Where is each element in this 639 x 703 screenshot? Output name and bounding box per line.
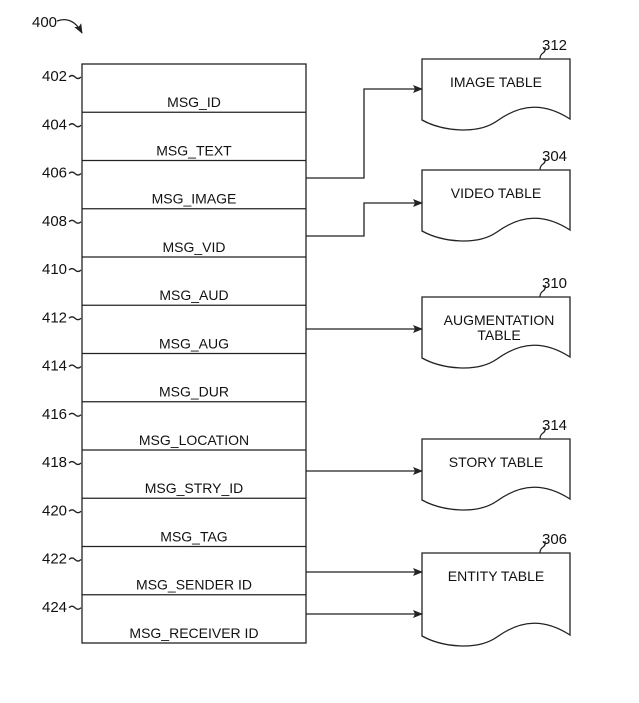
table-entity-table: ENTITY TABLE 306	[421, 531, 571, 647]
field-label: MSG_TEXT	[156, 142, 232, 158]
ref-leader-squiggle	[68, 267, 82, 273]
ref-leader-squiggle	[539, 284, 546, 298]
table-ref-number: 312	[542, 37, 567, 54]
record-field: MSG_IMAGE 406	[42, 159, 306, 207]
table-ref-number: 304	[542, 148, 567, 165]
table-story-table: STORY TABLE 314	[421, 417, 571, 511]
figure-ref-label: 400	[32, 14, 57, 31]
record-field: MSG_AUD 410	[42, 256, 306, 303]
table-document-shape	[421, 552, 571, 647]
field-ref-number: 414	[42, 358, 67, 375]
field-label: MSG_AUD	[159, 287, 228, 303]
table-image-table: IMAGE TABLE 312	[421, 37, 571, 131]
record-field: MSG_TAG 420	[42, 497, 306, 544]
record-field: MSG_LOCATION 416	[42, 401, 306, 448]
field-label: MSG_AUG	[159, 335, 229, 351]
field-ref-number: 424	[42, 599, 67, 616]
ref-leader-squiggle	[68, 460, 82, 466]
table-ref-number: 310	[542, 275, 567, 292]
field-ref-number: 408	[42, 213, 67, 230]
table-ref-number: 306	[542, 531, 567, 548]
ref-leader-squiggle	[68, 74, 82, 80]
table-document-shape	[421, 296, 571, 369]
table-document-shape	[421, 169, 571, 242]
field-ref-number: 412	[42, 309, 67, 326]
field-ref-number: 402	[42, 68, 67, 85]
ref-leader-squiggle	[68, 509, 82, 514]
field-label: MSG_LOCATION	[139, 432, 249, 448]
table-name: STORY TABLE	[449, 454, 543, 470]
record-field: MSG_RECEIVER ID 424	[42, 594, 306, 641]
ref-leader-squiggle	[68, 412, 82, 417]
connector-406-to-312	[306, 85, 423, 179]
field-ref-number: 406	[42, 165, 67, 182]
table-ref-number: 314	[542, 417, 567, 434]
field-ref-number: 422	[42, 551, 67, 568]
ref-leader-squiggle	[68, 364, 82, 369]
ref-leader-squiggle	[68, 557, 82, 562]
record-field: MSG_ID 402	[42, 68, 221, 110]
connector-408-to-304	[306, 199, 423, 237]
record-field: MSG_AUG 412	[42, 304, 306, 351]
table-name: AUGMENTATION	[444, 312, 555, 328]
table-name: IMAGE TABLE	[450, 74, 542, 90]
record-field: MSG_STRY_ID 418	[42, 449, 306, 496]
record-field: MSG_SENDER ID 422	[42, 545, 306, 593]
ref-leader-squiggle	[68, 219, 82, 224]
field-ref-number: 416	[42, 406, 67, 423]
ref-leader-squiggle	[539, 157, 546, 171]
field-label: MSG_VID	[162, 239, 225, 255]
figure-ref-arrow	[56, 18, 83, 34]
field-label: MSG_SENDER ID	[136, 577, 252, 593]
field-ref-number: 410	[42, 261, 67, 278]
field-label: MSG_DUR	[159, 384, 229, 400]
field-label: MSG_TAG	[160, 528, 227, 544]
ref-leader-squiggle	[539, 426, 546, 440]
field-label: MSG_STRY_ID	[145, 480, 244, 496]
table-name: VIDEO TABLE	[451, 185, 542, 201]
table-document-shape	[421, 58, 571, 131]
ref-leader-squiggle	[539, 540, 546, 554]
record-field: MSG_TEXT 404	[42, 111, 306, 158]
ref-leader-squiggle	[68, 605, 82, 610]
ref-leader-squiggle	[539, 46, 546, 60]
ref-leader-squiggle	[68, 171, 82, 176]
record-field: MSG_VID 408	[42, 208, 306, 255]
table-document-shape	[421, 438, 571, 511]
table-video-table: VIDEO TABLE 304	[421, 148, 571, 242]
table-name: ENTITY TABLE	[448, 568, 544, 584]
field-ref-number: 420	[42, 502, 67, 519]
field-ref-number: 404	[42, 116, 67, 133]
ref-leader-squiggle	[68, 316, 82, 321]
table-name: TABLE	[477, 327, 520, 343]
field-label: MSG_RECEIVER ID	[129, 625, 258, 641]
connectors-group	[306, 85, 423, 618]
field-label: MSG_ID	[167, 94, 221, 110]
field-ref-number: 418	[42, 454, 67, 471]
record-field: MSG_DUR 414	[42, 352, 306, 400]
ref-leader-squiggle	[68, 123, 82, 128]
field-label: MSG_IMAGE	[152, 191, 237, 207]
